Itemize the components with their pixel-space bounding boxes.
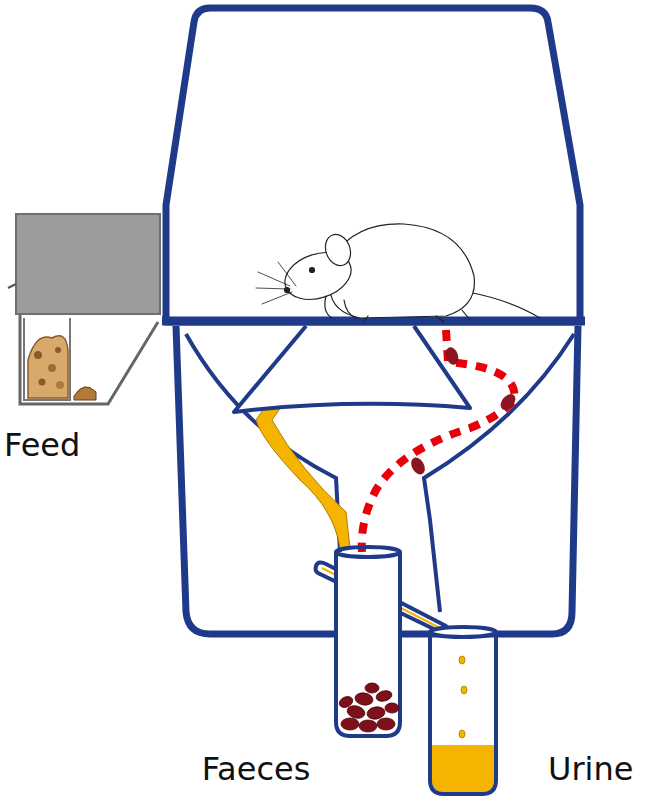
- part-label: Faeces: [202, 752, 311, 787]
- faeces-tube: [336, 552, 400, 736]
- faeces-path: [362, 330, 515, 552]
- urine-drops: [459, 656, 467, 738]
- upper-chamber: [166, 8, 580, 322]
- mouse: [256, 224, 540, 322]
- faeces-pellets: [338, 683, 399, 732]
- part-label: Urine: [548, 752, 633, 787]
- part-label: Feed: [4, 428, 80, 463]
- faeces-deflector: [234, 326, 470, 412]
- feeder: [8, 214, 160, 404]
- urine-tube: [430, 632, 496, 794]
